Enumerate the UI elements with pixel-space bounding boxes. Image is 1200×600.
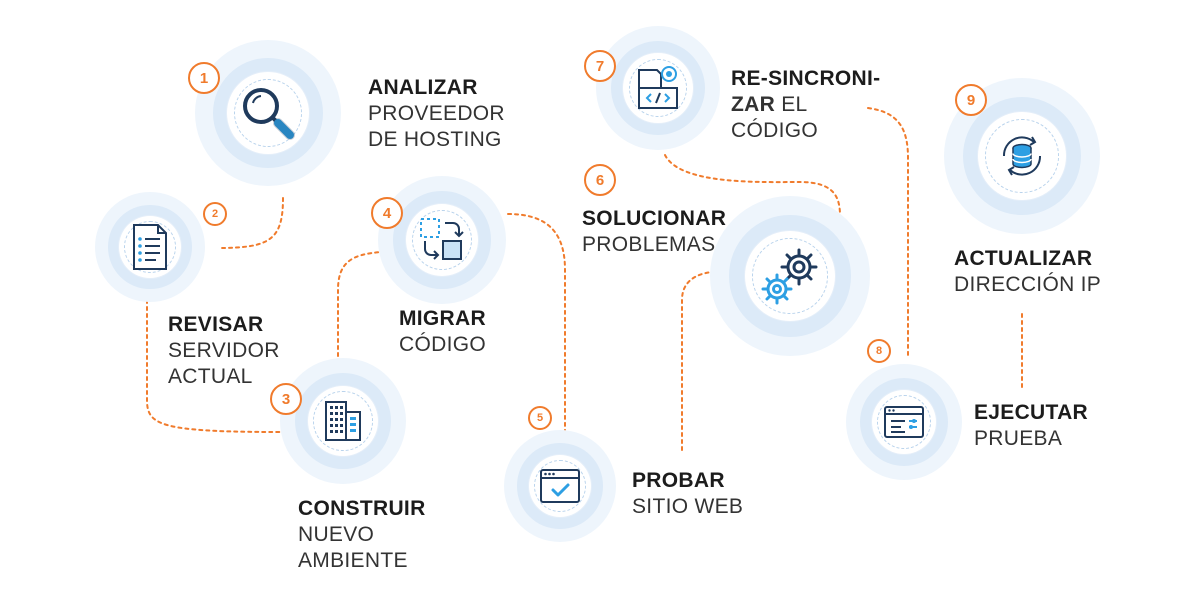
step-9-label: ACTUALIZAR DIRECCIÓN IP (954, 246, 1101, 298)
step-2-line-1: SERVIDOR (168, 339, 280, 362)
step-8-line-1: PRUEBA (974, 427, 1063, 450)
step-8-title: EJECUTAR (974, 401, 1089, 424)
connector-3-4 (337, 251, 383, 357)
step-7-inline-word: EL (781, 93, 808, 116)
connector-1-2 (217, 197, 284, 249)
step-3-label: CONSTRUIR NUEVO AMBIENTE (298, 496, 426, 574)
step-9-title: ACTUALIZAR (954, 247, 1093, 270)
step-4-badge: 4 (371, 197, 403, 229)
step-9-badge: 9 (955, 84, 987, 116)
step-4-title: MIGRAR (399, 307, 486, 330)
step-6-title: SOLUCIONAR (582, 207, 727, 230)
step-5-badge: 5 (528, 406, 552, 430)
connector-7-8 (867, 107, 909, 359)
step-7-badge: 7 (584, 50, 616, 82)
step-8-label: EJECUTAR PRUEBA (974, 400, 1088, 452)
step-3-line-2: AMBIENTE (298, 549, 408, 572)
connector-7-6 (664, 154, 841, 217)
code-file-sync-icon (638, 66, 678, 109)
step-5-title: PROBAR (632, 469, 725, 492)
step-7-circle (596, 26, 720, 150)
building-icon (325, 401, 361, 441)
document-list-icon (133, 224, 167, 270)
step-4-circle (378, 176, 506, 304)
step-4-line-1: CÓDIGO (399, 333, 486, 356)
connector-5-6 (681, 271, 713, 451)
step-7-label: RE-SINCRONI- ZAR EL CÓDIGO (731, 66, 880, 144)
step-7-title: RE-SINCRONI- (731, 67, 881, 90)
browser-settings-icon (884, 406, 924, 438)
step-3-circle (280, 358, 406, 484)
step-1-badge: 1 (188, 62, 220, 94)
step-5-circle (504, 430, 616, 542)
step-2-line-2: ACTUAL (168, 365, 253, 388)
step-1-title: ANALIZAR (368, 76, 478, 99)
migrate-squares-icon (420, 218, 464, 260)
connector-2-3 (146, 299, 281, 433)
step-1-line-2: DE HOSTING (368, 128, 502, 151)
step-3-title: CONSTRUIR (298, 497, 426, 520)
step-9-line-1: DIRECCIÓN IP (954, 273, 1102, 296)
step-3-line-1: NUEVO (298, 523, 375, 546)
step-1-line-1: PROVEEDOR (368, 102, 505, 125)
step-6-circle (710, 196, 870, 356)
gears-icon (761, 248, 818, 305)
browser-check-icon (540, 469, 580, 503)
magnifier-icon (243, 88, 295, 140)
step-5-label: PROBAR SITIO WEB (632, 468, 743, 520)
step-5-line-1: SITIO WEB (632, 495, 744, 518)
step-1-circle (195, 40, 341, 186)
step-4-label: MIGRAR CÓDIGO (399, 306, 486, 358)
step-6-label: SOLUCIONAR PROBLEMAS (582, 206, 726, 258)
step-6-badge: 6 (584, 164, 616, 196)
step-7-line-2: CÓDIGO (731, 119, 818, 142)
step-8-circle (846, 364, 962, 480)
step-2-badge: 2 (203, 202, 227, 226)
step-6-line-1: PROBLEMAS (582, 233, 716, 256)
step-2-title: REVISAR (168, 313, 264, 336)
step-7-line-1: ZAR EL (731, 92, 880, 118)
step-2-circle (95, 192, 205, 302)
database-sync-icon (1002, 136, 1042, 176)
step-3-badge: 3 (270, 383, 302, 415)
step-1-label: ANALIZAR PROVEEDOR DE HOSTING (368, 75, 505, 153)
step-7-title-2: ZAR (731, 93, 776, 116)
connector-4-5 (507, 213, 566, 431)
step-8-badge: 8 (867, 339, 891, 363)
step-2-label: REVISAR SERVIDOR ACTUAL (168, 312, 280, 390)
